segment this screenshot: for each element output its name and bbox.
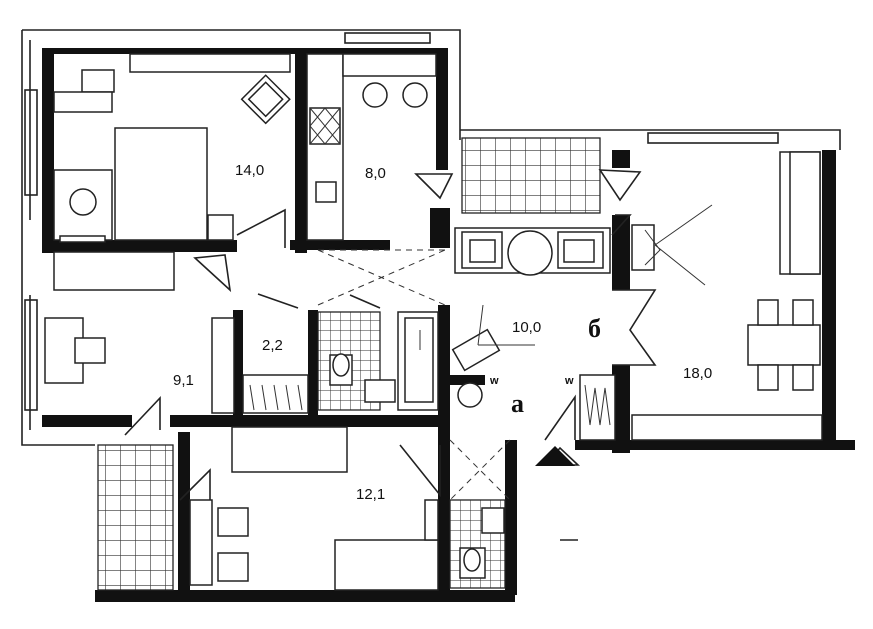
area-storage: 2,2 [262, 337, 283, 354]
marker-a: а [511, 389, 524, 418]
outer-outline [21, 29, 841, 446]
bedroom-bottom-furniture [179, 426, 505, 591]
area-bedroom-bottom: 12,1 [356, 486, 385, 503]
area-hall: 10,0 [512, 319, 541, 336]
entrance-arrow-icon [535, 446, 575, 466]
walls [42, 48, 855, 602]
marker-w-left: w [489, 375, 499, 387]
area-kitchen: 8,0 [365, 165, 386, 182]
living-furniture [543, 151, 823, 541]
area-bedroom-left: 9,1 [173, 372, 194, 389]
bedroom-left-furniture [44, 208, 286, 436]
area-living: 18,0 [683, 365, 712, 382]
area-bedroom-large: 14,0 [235, 162, 264, 179]
hall-furniture [317, 169, 642, 501]
marker-w-right: w [564, 375, 574, 387]
storage-and-bath [242, 293, 439, 414]
bedroom-large-furniture [53, 53, 291, 243]
kitchen-furniture [306, 53, 454, 241]
marker-b: б [588, 314, 601, 343]
